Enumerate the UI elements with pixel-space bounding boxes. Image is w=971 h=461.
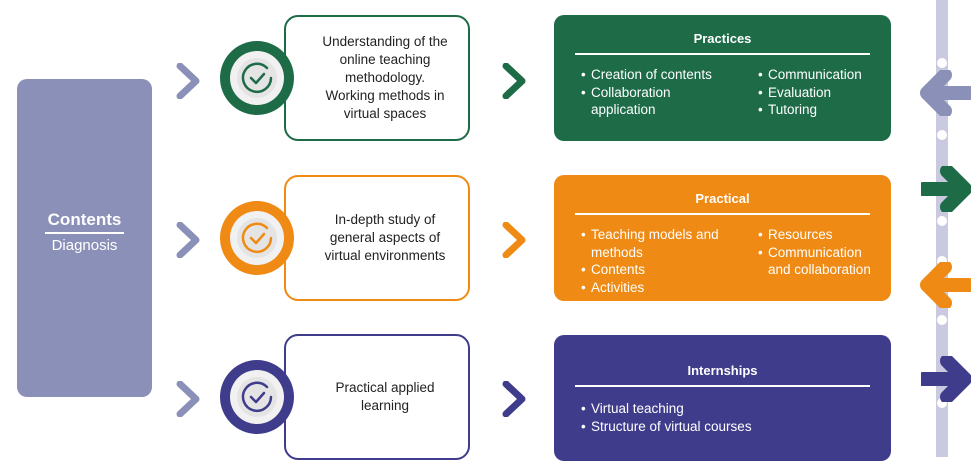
- topic-card-virtual-environments: In-depth study of general aspects of vir…: [284, 175, 470, 301]
- check-badge-icon: [220, 201, 294, 275]
- chevron-right-icon: [502, 381, 530, 417]
- timeline-node: [937, 58, 947, 68]
- topic-line: learning: [360, 398, 410, 413]
- panel-divider: [575, 213, 870, 215]
- list-item: Communication and collaboration: [758, 244, 873, 279]
- list-item: Activities: [581, 279, 741, 297]
- list-item: Evaluation: [758, 84, 883, 102]
- topic-line: In-depth study of: [334, 212, 436, 227]
- panel-title: Practical: [695, 191, 750, 206]
- chevron-right-icon: [502, 63, 530, 99]
- right-arrow-icon: [921, 166, 971, 212]
- chevron-right-icon: [176, 63, 204, 99]
- timeline-node: [937, 315, 947, 325]
- timeline-node: [937, 216, 947, 226]
- check-badge-icon: [220, 41, 294, 115]
- topic-line: virtual spaces: [343, 106, 427, 121]
- panel-title: Practices: [693, 31, 752, 46]
- topic-line: Practical applied: [335, 380, 435, 395]
- topic-line: general aspects of: [329, 230, 441, 245]
- panel-left-list: Teaching models and methods Contents Act…: [581, 226, 741, 296]
- left-arrow-icon: [919, 70, 971, 116]
- contents-subtitle: Diagnosis: [51, 237, 118, 254]
- panel-left-list: Virtual teaching Structure of virtual co…: [581, 400, 841, 435]
- chevron-right-icon: [176, 381, 204, 417]
- timeline-node: [937, 256, 947, 266]
- topic-line: methodology.: [344, 70, 426, 85]
- topic-line: online teaching: [339, 52, 431, 67]
- topic-line: Understanding of the: [322, 34, 448, 49]
- list-item: Contents: [581, 261, 741, 279]
- list-item: Structure of virtual courses: [581, 418, 841, 436]
- list-item: Collaboration application: [581, 84, 701, 119]
- list-item: Tutoring: [758, 101, 883, 119]
- timeline-node: [937, 398, 947, 408]
- list-item: Virtual teaching: [581, 400, 841, 418]
- list-item: Resources: [758, 226, 883, 244]
- topic-line: virtual environments: [324, 248, 446, 263]
- topic-card-online-methodology: Understanding of the online teaching met…: [284, 15, 470, 141]
- panel-divider: [575, 385, 870, 387]
- panel-left-list: Creation of contents Collaboration appli…: [581, 66, 751, 119]
- list-item: Communication: [758, 66, 883, 84]
- panel-practical: Practical Teaching models and methods Co…: [554, 175, 891, 301]
- panel-right-list: Communication Evaluation Tutoring: [758, 66, 883, 119]
- check-badge-icon: [220, 360, 294, 434]
- topic-line: Working methods in: [325, 88, 445, 103]
- list-item: Creation of contents: [581, 66, 751, 84]
- timeline-node: [937, 130, 947, 140]
- chevron-right-icon: [502, 222, 530, 258]
- topic-card-applied-learning: Practical applied learning: [284, 334, 470, 460]
- panel-internships: Internships Virtual teaching Structure o…: [554, 335, 891, 461]
- panel-divider: [575, 53, 870, 55]
- panel-right-list: Resources Communication and collaboratio…: [758, 226, 883, 279]
- panel-practices: Practices Creation of contents Collabora…: [554, 15, 891, 141]
- panel-title: Internships: [687, 363, 758, 378]
- list-item: Teaching models and methods: [581, 226, 741, 261]
- right-arrow-icon: [921, 356, 971, 402]
- contents-divider: [45, 232, 124, 234]
- contents-box: Contents Diagnosis: [17, 79, 152, 397]
- contents-title: Contents: [47, 210, 122, 229]
- left-arrow-icon: [919, 262, 971, 308]
- chevron-right-icon: [176, 222, 204, 258]
